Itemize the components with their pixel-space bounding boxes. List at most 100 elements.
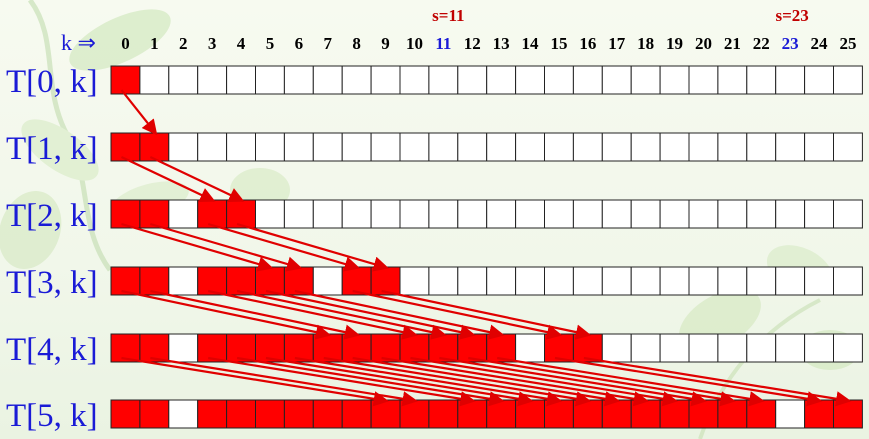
cell-empty xyxy=(283,199,314,229)
column-number: 12 xyxy=(464,34,481,53)
table-row: T[0, k] xyxy=(6,64,863,100)
column-number: 5 xyxy=(266,34,275,53)
cell-empty xyxy=(717,65,748,95)
cell-empty xyxy=(168,132,199,162)
cell-filled xyxy=(659,399,690,429)
transition-arrow xyxy=(410,356,679,407)
cell-filled xyxy=(110,199,141,229)
cell-filled xyxy=(139,333,170,363)
column-number: 6 xyxy=(295,34,304,53)
cell-empty xyxy=(399,65,430,95)
cell-empty xyxy=(168,65,199,95)
cell-empty xyxy=(688,333,719,363)
cell-empty xyxy=(775,399,806,429)
cell-filled xyxy=(255,333,285,363)
cell-empty xyxy=(833,132,863,162)
row-label: T[3, k] xyxy=(6,265,98,301)
transition-arrow xyxy=(207,222,361,272)
cell-filled xyxy=(457,399,488,429)
cell-empty xyxy=(399,199,430,229)
cell-empty xyxy=(833,199,863,229)
column-number: 22 xyxy=(753,34,770,53)
cell-empty xyxy=(717,333,748,363)
row-label: T[0, k] xyxy=(6,64,98,100)
table-row: T[5, k] xyxy=(6,398,863,434)
row-label: T[1, k] xyxy=(6,131,98,167)
column-number: 8 xyxy=(352,34,361,53)
cell-empty xyxy=(312,132,343,162)
cell-empty xyxy=(544,65,574,95)
cell-empty xyxy=(457,132,488,162)
transition-arrow xyxy=(120,89,158,136)
cell-empty xyxy=(515,199,545,229)
cell-empty xyxy=(630,199,661,229)
cell-empty xyxy=(139,65,170,95)
row-label: T[2, k] xyxy=(6,198,98,234)
cell-empty xyxy=(370,199,401,229)
transition-arrow xyxy=(381,289,592,340)
cell-empty xyxy=(312,65,343,95)
cell-filled xyxy=(197,399,228,429)
cell-filled xyxy=(110,65,141,95)
cell-filled xyxy=(370,266,401,296)
cell-empty xyxy=(399,266,430,296)
cell-empty xyxy=(601,333,632,363)
cell-empty xyxy=(226,65,257,95)
cell-empty xyxy=(197,65,228,95)
cell-filled xyxy=(515,399,545,429)
cell-filled xyxy=(226,333,257,363)
transition-arrow xyxy=(207,356,476,407)
cell-filled xyxy=(399,399,430,429)
cell-empty xyxy=(601,132,632,162)
column-number: 7 xyxy=(324,34,333,53)
cell-filled xyxy=(341,266,372,296)
column-number: 2 xyxy=(179,34,188,53)
cell-empty xyxy=(168,199,199,229)
cell-filled xyxy=(370,333,401,363)
transition-arrow xyxy=(121,356,390,407)
s-label: s=11 xyxy=(432,6,464,25)
transition-arrow xyxy=(381,356,650,407)
cell-filled xyxy=(283,266,314,296)
cell-empty xyxy=(283,65,314,95)
cell-filled xyxy=(226,399,257,429)
cell-filled xyxy=(601,399,632,429)
cell-empty xyxy=(775,199,806,229)
cell-empty xyxy=(341,199,372,229)
column-number: 9 xyxy=(381,34,390,53)
cell-empty xyxy=(746,65,777,95)
cell-empty xyxy=(515,132,545,162)
cell-empty xyxy=(486,132,517,162)
cell-empty xyxy=(486,199,517,229)
cell-filled xyxy=(746,399,777,429)
cell-empty xyxy=(486,65,517,95)
cell-empty xyxy=(659,333,690,363)
cell-empty xyxy=(804,132,834,162)
column-number: 16 xyxy=(579,34,596,53)
table-row: T[1, k] xyxy=(6,131,863,167)
column-number: 11 xyxy=(435,34,451,53)
cell-empty xyxy=(515,333,545,363)
cell-empty xyxy=(804,333,834,363)
transition-arrow xyxy=(265,289,476,340)
cell-empty xyxy=(746,132,777,162)
column-number: 0 xyxy=(121,34,130,53)
cell-empty xyxy=(428,132,459,162)
transition-arrow xyxy=(468,356,736,407)
transition-arrow xyxy=(294,289,505,340)
cell-filled xyxy=(139,399,170,429)
transition-arrow xyxy=(236,289,447,340)
cell-empty xyxy=(659,266,690,296)
transition-arrow xyxy=(265,356,534,407)
k-label: k ⇒ xyxy=(61,30,96,55)
cell-empty xyxy=(688,132,719,162)
cell-empty xyxy=(688,65,719,95)
cell-empty xyxy=(601,266,632,296)
cell-empty xyxy=(197,132,228,162)
transition-arrow xyxy=(121,289,332,340)
cell-empty xyxy=(833,333,863,363)
cell-filled xyxy=(486,399,517,429)
column-number: 17 xyxy=(608,34,626,53)
column-number: 19 xyxy=(666,34,683,53)
